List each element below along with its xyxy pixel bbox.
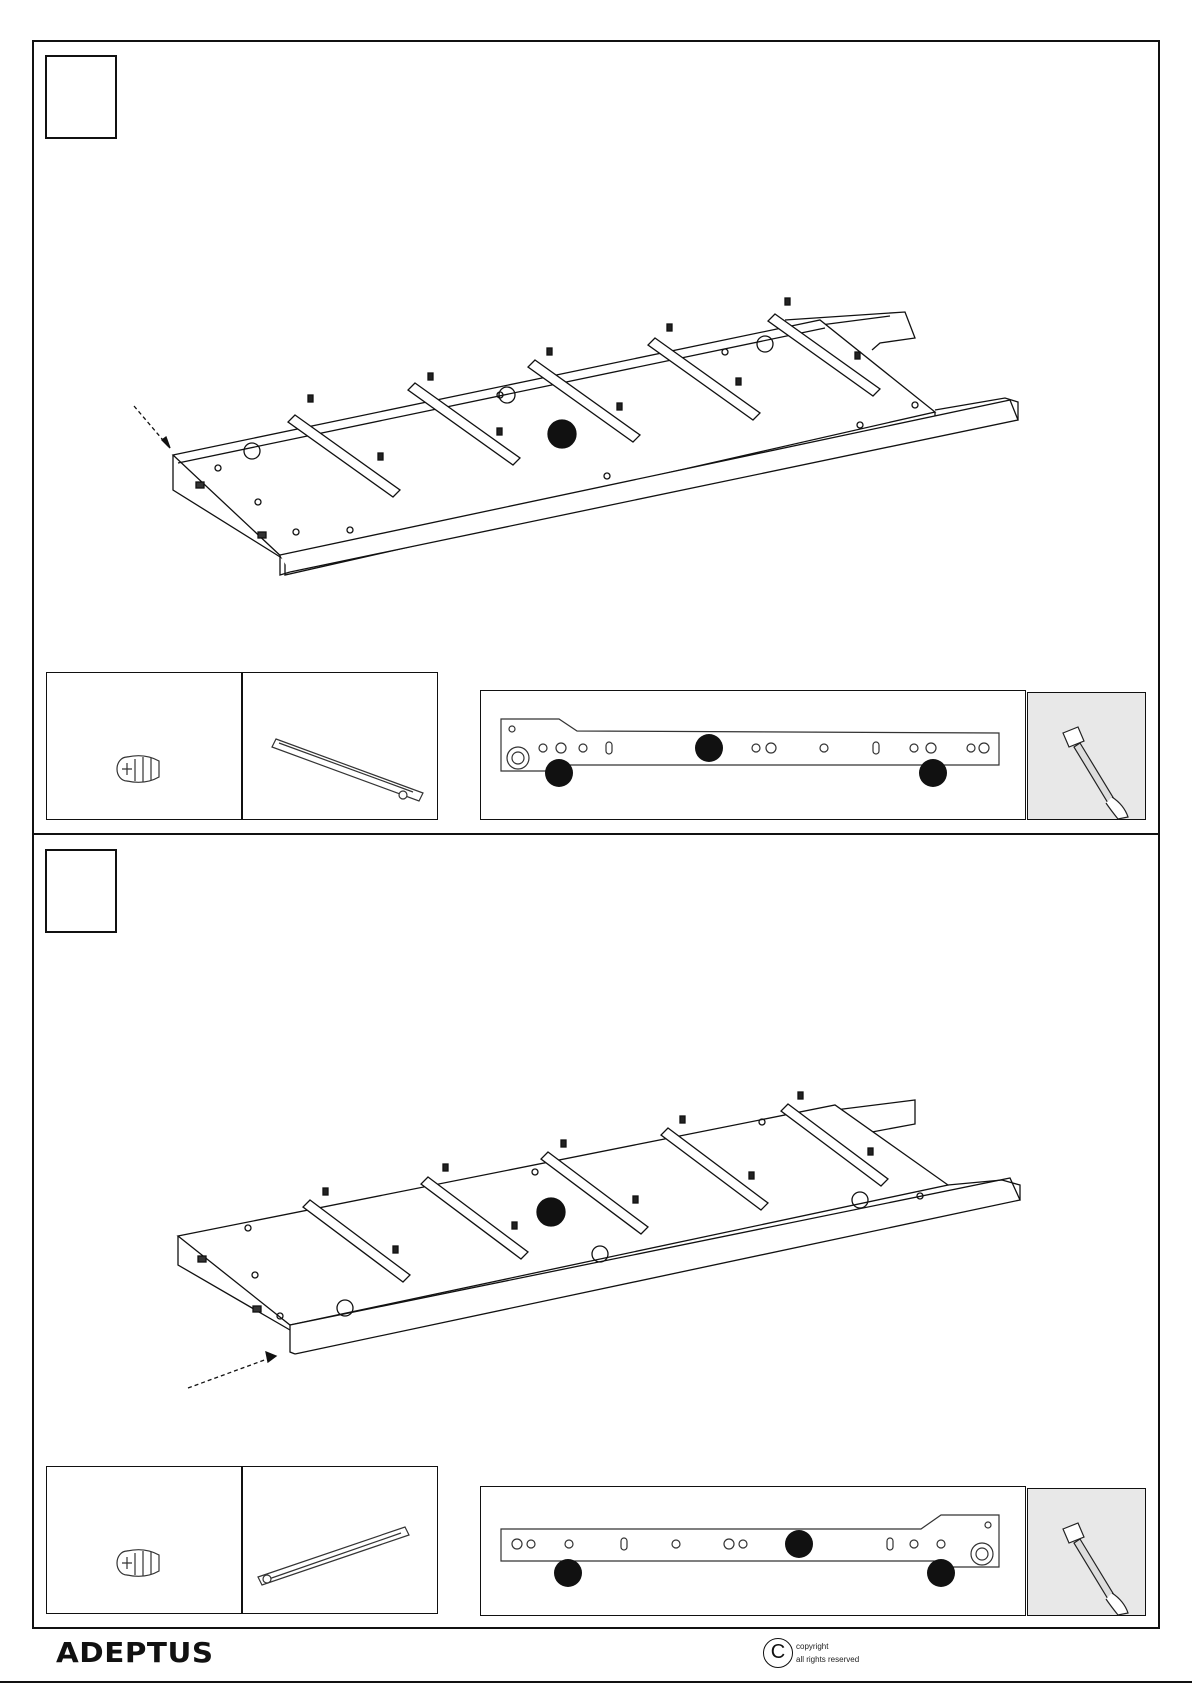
copyright-text: copyright all rights reserved — [796, 1640, 859, 1666]
slide-detail-illustration-2 — [481, 1487, 1027, 1617]
screw-panel-2 — [46, 1466, 242, 1614]
copyright-icon: C — [763, 1638, 793, 1668]
copyright-line-2: all rights reserved — [796, 1653, 859, 1666]
tool-panel-2 — [1027, 1488, 1146, 1616]
slide-detail-panel-2 — [480, 1486, 1026, 1616]
brand-logo: ADEPTUS — [56, 1636, 214, 1669]
copyright-line-1: copyright — [796, 1640, 859, 1653]
component-marker-dot — [537, 1198, 565, 1226]
bottom-rule — [0, 1681, 1192, 1683]
screw-icon — [47, 1467, 243, 1615]
slide-panel-2 — [242, 1466, 438, 1614]
direction-arrow — [188, 1358, 270, 1388]
screwdriver-icon — [1028, 1489, 1147, 1617]
drawer-slide-icon — [243, 1467, 439, 1615]
